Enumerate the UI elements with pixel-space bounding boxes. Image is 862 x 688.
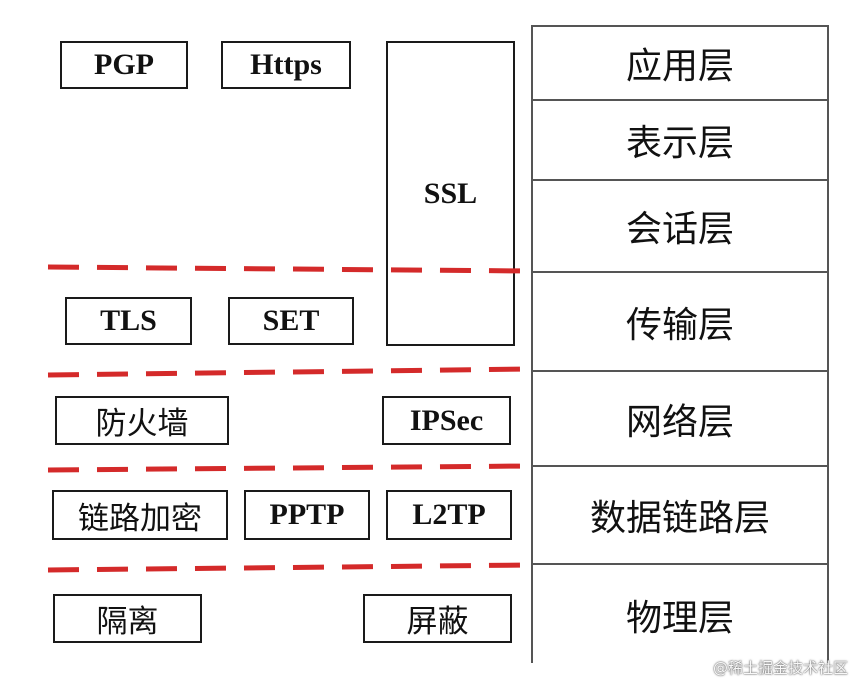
layer-physical: 物理层 [625, 598, 734, 639]
https-box: Https [221, 41, 351, 89]
layer-application: 应用层 [533, 27, 827, 101]
layer-transport: 传输层 [533, 273, 827, 372]
divider-datalink-physical [47, 562, 531, 573]
l2tp-box: L2TP [386, 490, 512, 540]
layer-network: 网络层 [533, 372, 827, 467]
layer-session: 会话层 [533, 181, 827, 273]
osi-layer-column: 应用层 表示层 会话层 传输层 网络层 数据链路层 物理层 [531, 25, 829, 663]
firewall-box: 防火墙 [55, 396, 229, 445]
isolation-box: 隔离 [53, 594, 202, 643]
ssl-box: SSL [386, 41, 515, 346]
layer-datalink: 数据链路层 [533, 467, 827, 565]
set-box: SET [228, 297, 354, 345]
shielding-box: 屏蔽 [363, 594, 512, 643]
watermark: @稀土掘金技术社区 [712, 659, 848, 677]
divider-network-datalink [47, 463, 531, 473]
pgp-box: PGP [60, 41, 188, 89]
pptp-box: PPTP [244, 490, 370, 540]
divider-session-transport [47, 264, 531, 274]
divider-transport-network [47, 366, 531, 378]
layer-presentation: 表示层 [533, 101, 827, 181]
tls-box: TLS [65, 297, 192, 345]
ipsec-box: IPSec [382, 396, 511, 445]
link-encryption-box: 链路加密 [52, 490, 228, 540]
